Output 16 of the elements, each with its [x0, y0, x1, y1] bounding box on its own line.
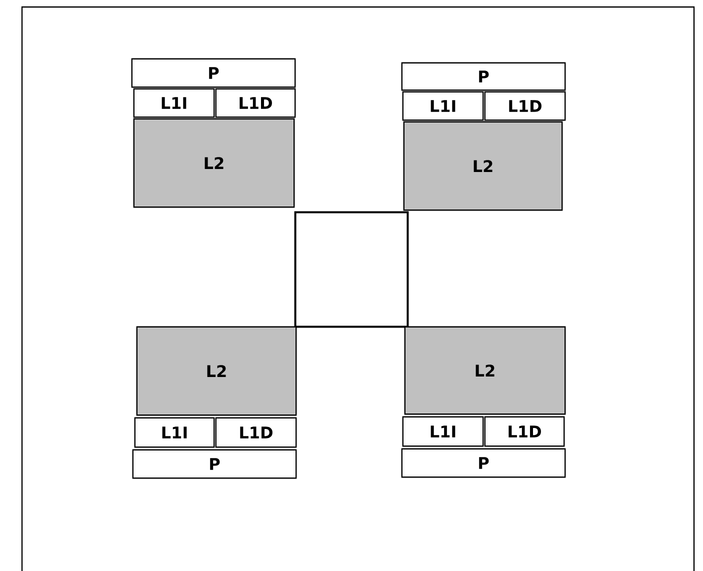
cache-box: P — [401, 62, 566, 91]
cache-box: L2 — [133, 118, 295, 208]
cache-box: L1D — [215, 88, 296, 118]
cache-box: L1D — [215, 417, 297, 448]
cache-box: L2 — [404, 326, 566, 415]
cache-box: L2 — [136, 326, 297, 416]
cache-box: L1I — [402, 91, 484, 121]
cache-box: L1D — [484, 91, 566, 121]
cache-box: L1I — [402, 416, 484, 447]
cache-box: L1I — [134, 417, 215, 448]
cache-box: L1D — [484, 416, 565, 447]
center-box — [294, 211, 409, 328]
cache-box: L1I — [133, 88, 215, 118]
cache-box: P — [401, 448, 566, 478]
cache-box: L2 — [403, 121, 563, 211]
cache-box: P — [132, 449, 297, 479]
